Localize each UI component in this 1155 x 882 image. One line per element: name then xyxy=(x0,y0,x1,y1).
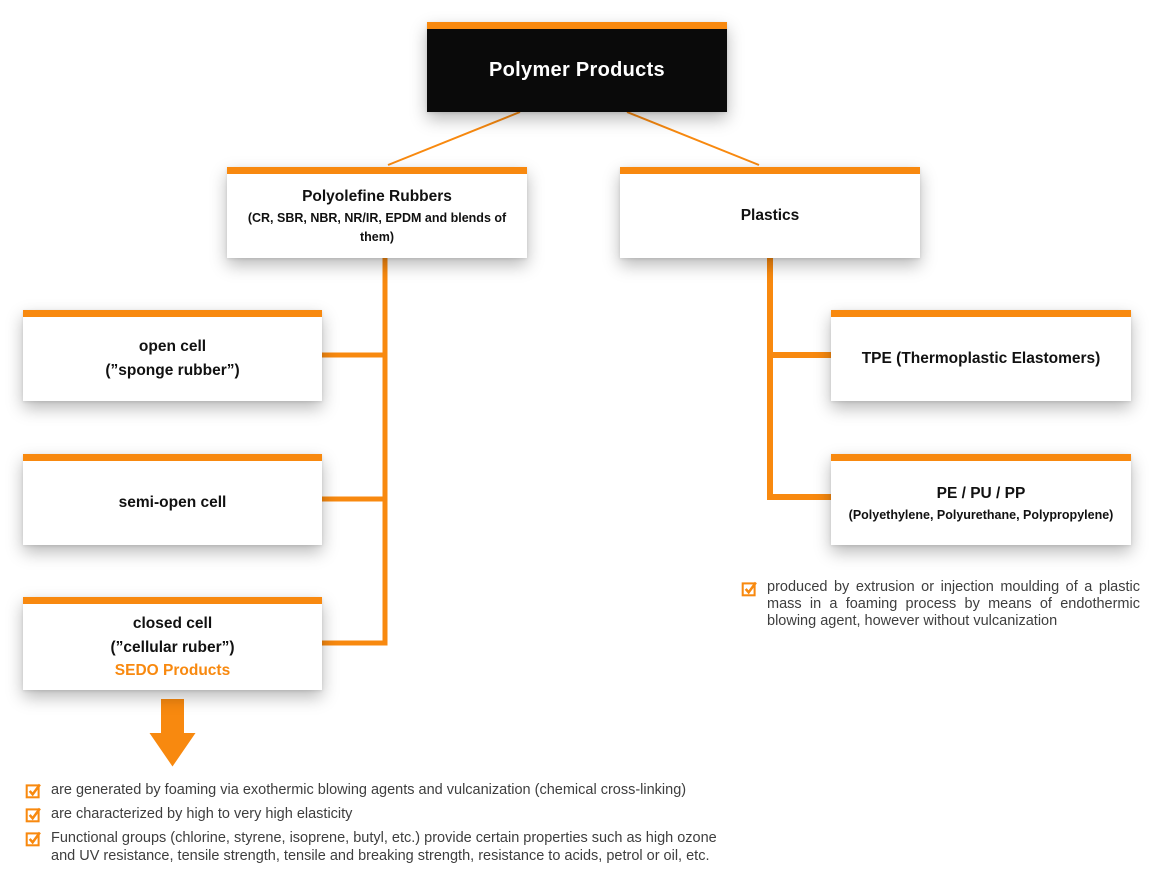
list-item: are characterized by high to very high e… xyxy=(25,805,725,823)
node-subtitle: (”cellular ruber”) xyxy=(110,639,235,657)
node-closed-cell: closed cell (”cellular ruber”) SEDO Prod… xyxy=(23,597,322,690)
connector-root-to-plastics xyxy=(626,111,760,166)
checked-checkbox-icon xyxy=(25,782,42,799)
node-title: closed cell xyxy=(132,615,213,633)
down-arrow-icon xyxy=(149,699,196,767)
node-plastics: Plastics xyxy=(620,167,920,258)
node-title: TPE (Thermoplastic Elastomers) xyxy=(861,349,1101,367)
plastics-note: produced by extrusion or injection mould… xyxy=(741,579,1140,636)
list-item: Functional groups (chlorine, styrene, is… xyxy=(25,829,725,865)
node-title: open cell xyxy=(138,337,207,355)
node-title: Plastics xyxy=(740,206,800,224)
node-tpe: TPE (Thermoplastic Elastomers) xyxy=(831,310,1131,401)
checked-checkbox-icon xyxy=(741,580,758,597)
node-title: Polymer Products xyxy=(489,59,665,81)
node-title: PE / PU / PP xyxy=(936,484,1026,502)
list-item: produced by extrusion or injection mould… xyxy=(741,579,1140,630)
node-title: Polyolefine Rubbers xyxy=(302,188,452,206)
node-polyolefine-rubbers: Polyolefine Rubbers (CR, SBR, NBR, NR/IR… xyxy=(227,167,527,258)
note-text: are characterized by high to very high e… xyxy=(51,806,353,822)
node-subtitle: (CR, SBR, NBR, NR/IR, EPDM and blends of… xyxy=(247,211,507,244)
checked-checkbox-icon xyxy=(25,806,42,823)
node-subtitle: (”sponge rubber”) xyxy=(105,362,240,379)
note-text: are generated by foaming via exothermic … xyxy=(51,782,687,798)
node-subtitle: (Polyethylene, Polyurethane, Polypropyle… xyxy=(848,507,1114,522)
node-pe-pu-pp: PE / PU / PP (Polyethylene, Polyurethane… xyxy=(831,454,1131,545)
checked-checkbox-icon xyxy=(25,830,42,847)
sedo-products-label: SEDO Products xyxy=(114,662,231,680)
node-polymer-products: Polymer Products xyxy=(427,22,727,112)
node-title: semi-open cell xyxy=(118,493,227,511)
node-open-cell: open cell (”sponge rubber”) xyxy=(23,310,322,401)
node-semi-open-cell: semi-open cell xyxy=(23,454,322,545)
note-text: produced by extrusion or injection mould… xyxy=(767,579,1140,629)
note-text: Functional groups (chlorine, styrene, is… xyxy=(51,830,717,864)
list-item: are generated by foaming via exothermic … xyxy=(25,781,725,799)
connector-root-to-rubbers xyxy=(387,111,521,166)
rubber-notes: are generated by foaming via exothermic … xyxy=(25,781,725,871)
